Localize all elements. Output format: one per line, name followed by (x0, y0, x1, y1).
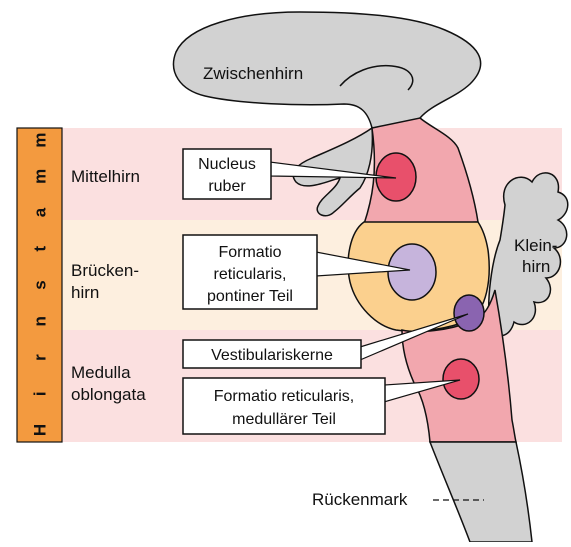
bruecke-label-line2: hirn (71, 283, 99, 302)
vestibulariskerne-circle (454, 295, 484, 331)
hirnstamm-letter: m (31, 132, 50, 147)
formatio-pontin-line1: Formatio (218, 244, 281, 261)
rueckenmark-shape (430, 442, 532, 542)
hirnstamm-letter: m (31, 169, 50, 184)
formatio-medull-circle (443, 359, 479, 399)
nucleus-ruber-line1: Nucleus (198, 156, 256, 173)
hirnstamm-letter: n (31, 316, 50, 326)
kleinhirn-label-line1: Klein- (514, 236, 557, 255)
hirnstamm-letter: i (31, 391, 50, 396)
medulla-label-line1: Medulla (71, 363, 131, 382)
hirnstamm-letter: H (31, 424, 50, 436)
hirnstamm-letter: r (31, 354, 50, 361)
formatio-pontin-line2: reticularis, (214, 266, 287, 283)
formatio-medull-line1: Formatio reticularis, (214, 388, 354, 405)
kleinhirn-label-line2: hirn (522, 257, 550, 276)
medulla-label-line2: oblongata (71, 385, 146, 404)
mittelhirn-label: Mittelhirn (71, 167, 140, 186)
formatio-medull-line2: medullärer Teil (232, 411, 336, 428)
formatio-pontin-line3: pontiner Teil (207, 288, 293, 305)
vestibulariskerne-line1: Vestibulariskerne (211, 347, 333, 364)
bruecke-label-line1: Brücken- (71, 261, 139, 280)
hirnstamm-letter: a (31, 207, 50, 217)
rueckenmark-label: Rückenmark (312, 490, 408, 509)
nucleus-ruber-line2: ruber (208, 178, 246, 195)
hirnstamm-letter: s (31, 280, 50, 289)
zwischenhirn-label: Zwischenhirn (203, 64, 303, 83)
hirnstamm-letter: t (31, 246, 50, 252)
formatio-pontin-circle (388, 244, 436, 300)
